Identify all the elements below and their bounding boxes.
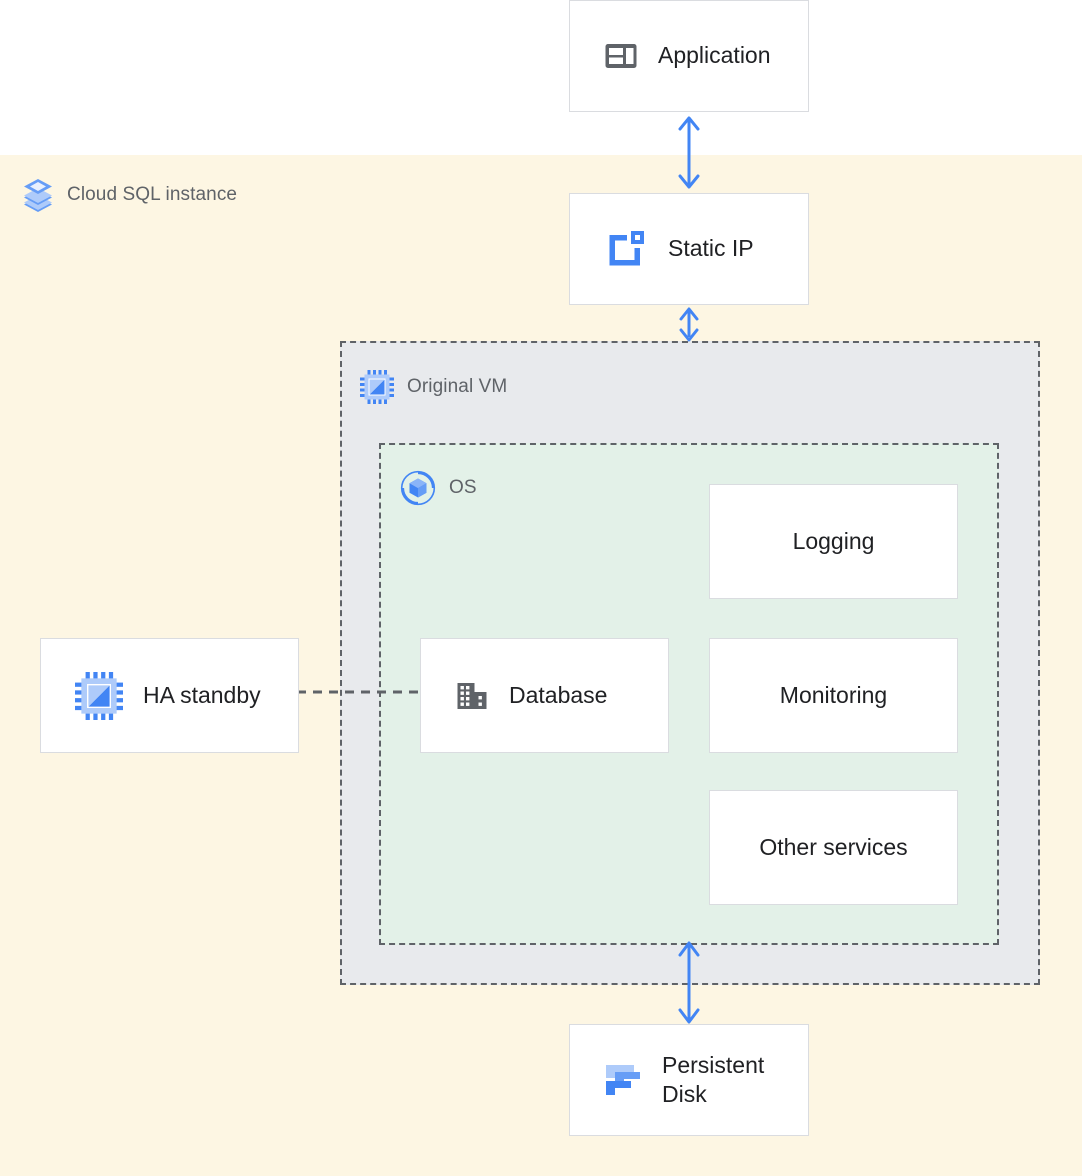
node-ha-standby[interactable]: HA standby: [40, 638, 299, 753]
vm-chip-icon: [360, 370, 394, 404]
node-logging[interactable]: Logging: [709, 484, 958, 599]
region-label-cloud-sql-instance: Cloud SQL instance: [22, 178, 237, 212]
os-image-icon: [400, 470, 436, 506]
node-application[interactable]: Application: [569, 0, 809, 112]
static-ip-icon: [604, 227, 648, 271]
region-label-text: Original VM: [407, 376, 508, 397]
vm-chip-icon: [75, 671, 123, 720]
node-label: Other services: [759, 833, 908, 860]
node-label: HA standby: [143, 681, 261, 708]
connector-ha-standby-to-database: [297, 688, 423, 696]
node-other-services[interactable]: Other services: [709, 790, 958, 905]
node-label: Static IP: [668, 235, 754, 262]
node-monitoring[interactable]: Monitoring: [709, 638, 958, 753]
node-label: Database: [509, 681, 608, 708]
region-label-os: OS: [400, 470, 477, 506]
cloud-sql-icon: [22, 178, 54, 212]
node-static-ip[interactable]: Static IP: [569, 193, 809, 305]
application-layout-icon: [604, 39, 638, 73]
region-label-text: Cloud SQL instance: [67, 184, 238, 205]
connector-static-ip-to-vm: [669, 305, 709, 343]
persistent-disk-icon: [604, 1061, 642, 1099]
node-label: Monitoring: [779, 681, 888, 708]
node-label: Logging: [792, 527, 875, 554]
region-label-text: OS: [449, 477, 477, 498]
node-database[interactable]: Database: [420, 638, 669, 753]
node-label: Application: [658, 42, 771, 69]
node-persistent-disk[interactable]: Persistent Disk: [569, 1024, 809, 1136]
region-label-original-vm: Original VM: [360, 370, 507, 404]
node-label: Persistent Disk: [662, 1052, 765, 1107]
database-building-icon: [455, 679, 489, 713]
connector-os-to-persistent-disk: [669, 938, 709, 1026]
connector-application-to-static-ip: [669, 112, 709, 193]
